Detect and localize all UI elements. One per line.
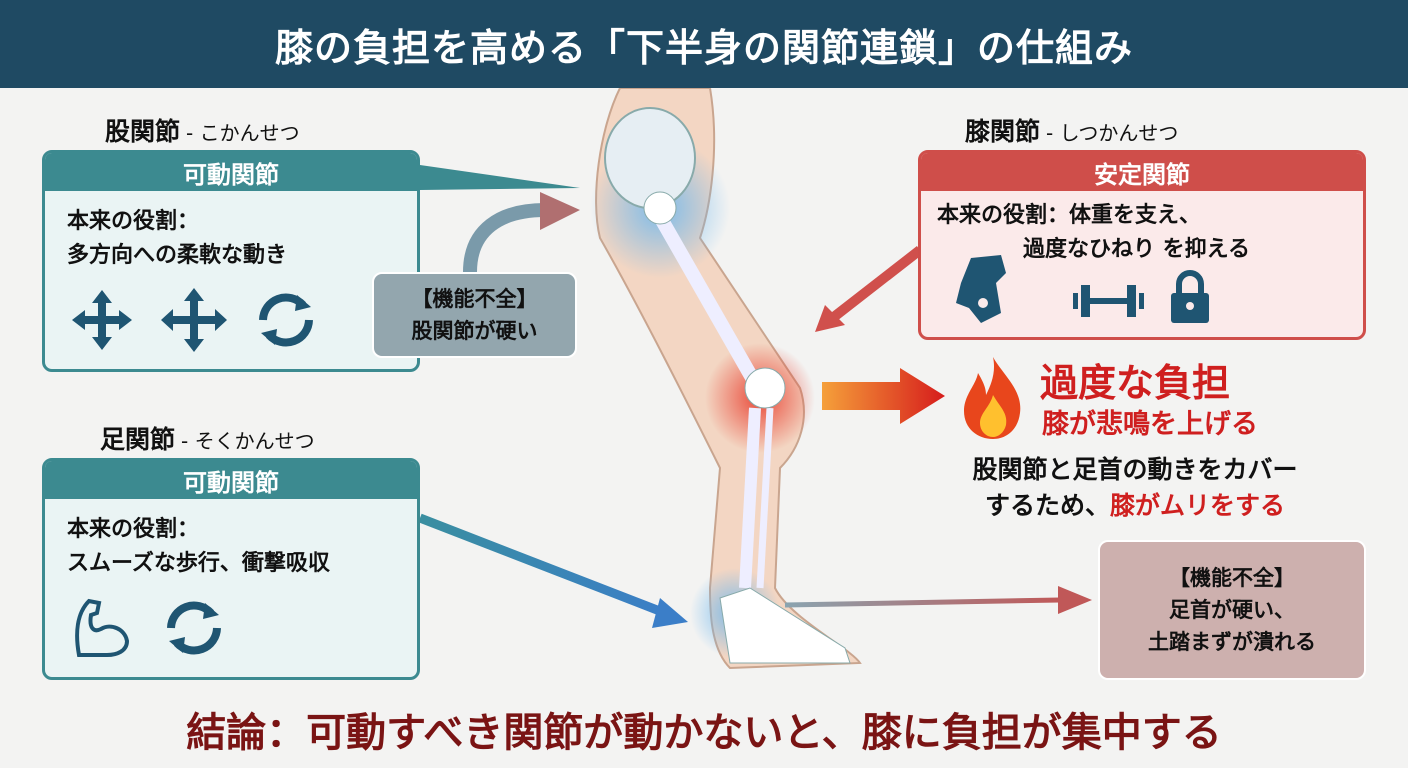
ankle-role-label: 本来の役割： bbox=[67, 517, 200, 542]
ankle-role: スムーズな歩行、衝撃吸収 bbox=[67, 551, 330, 576]
ankle-dysfunction-line1: 足首が硬い、 bbox=[1169, 598, 1295, 622]
overload-arrow bbox=[822, 368, 945, 424]
knee-joint-icon bbox=[956, 255, 1006, 323]
knee-arrow-head bbox=[815, 305, 845, 332]
knee-joint-card: 安定関節 本来の役割：体重を支え、 過度なひねり を抑える bbox=[918, 150, 1366, 340]
move-4way-icon bbox=[161, 288, 227, 352]
ankle-joint-label: 足関節- そくかんせつ bbox=[100, 420, 315, 456]
knee-name: 膝関節 bbox=[965, 117, 1041, 146]
fire-icon bbox=[964, 357, 1021, 439]
hip-role: 多方向への柔軟な動き bbox=[67, 243, 288, 268]
ankle-name: 足関節 bbox=[100, 425, 176, 454]
overload-subtitle: 膝が悲鳴を上げる bbox=[1042, 409, 1258, 440]
rotate-icon bbox=[167, 601, 221, 655]
hip-dysfunction-box: 【機能不全】 股関節が硬い bbox=[372, 272, 577, 358]
hip-dysfunction-text: 股関節が硬い bbox=[411, 319, 538, 343]
move-4way-icon bbox=[72, 290, 132, 350]
muscle-icon bbox=[75, 598, 130, 657]
lock-icon bbox=[1171, 270, 1209, 323]
ankle-dysfunction-tag: 【機能不全】 bbox=[1169, 566, 1295, 590]
conclusion: 結論：可動すべき関節が動かないと、膝に負担が集中する bbox=[186, 710, 1222, 756]
hip-name: 股関節 bbox=[105, 117, 181, 146]
overload-description: 股関節と足首の動きをカバー するため、膝がムリをする bbox=[945, 452, 1325, 524]
knee-reading: - しつかんせつ bbox=[1046, 121, 1179, 145]
knee-role-line2: 過度なひねり を抑える bbox=[1023, 237, 1250, 262]
hip-pointer bbox=[420, 165, 580, 190]
overload-desc-line1: 股関節と足首の動きをカバー bbox=[972, 455, 1298, 484]
ankle-reading: - そくかんせつ bbox=[181, 429, 315, 453]
knee-joint-label: 膝関節- しつかんせつ bbox=[965, 112, 1178, 148]
leg-skeleton-illustration bbox=[590, 88, 862, 670]
ankle-dysfunction-line2: 土踏まずが潰れる bbox=[1148, 630, 1316, 654]
hip-role-label: 本来の役割： bbox=[67, 209, 200, 234]
hip-joint-label: 股関節- こかんせつ bbox=[105, 112, 300, 148]
knee-joint-type: 安定関節 bbox=[921, 153, 1363, 191]
rotate-icon bbox=[259, 293, 313, 347]
hip-joint-card: 可動関節 本来の役割： 多方向への柔軟な動き bbox=[42, 150, 420, 372]
overload-title: 過度な負担 bbox=[1040, 361, 1231, 405]
ankle-joint-card: 可動関節 本来の役割： スムーズな歩行、衝撃吸収 bbox=[42, 458, 420, 680]
ankle-dysfunction-box: 【機能不全】 足首が硬い、 土踏まずが潰れる bbox=[1098, 540, 1366, 680]
hip-dysfunction-tag: 【機能不全】 bbox=[411, 287, 538, 311]
knee-role-line1: 本来の役割：体重を支え、 bbox=[937, 203, 1202, 228]
hip-joint-type: 可動関節 bbox=[45, 153, 417, 191]
hip-arrow-head bbox=[540, 192, 580, 230]
page-title: 膝の負担を高める「下半身の関節連鎖」の仕組み bbox=[0, 0, 1408, 88]
overload-desc-line2a: するため、 bbox=[984, 491, 1110, 520]
hip-reading: - こかんせつ bbox=[186, 121, 300, 145]
overload-desc-line2b: 膝がムリをする bbox=[1110, 491, 1286, 520]
dumbbell-icon bbox=[1073, 285, 1144, 317]
ankle-joint-type: 可動関節 bbox=[45, 461, 417, 499]
